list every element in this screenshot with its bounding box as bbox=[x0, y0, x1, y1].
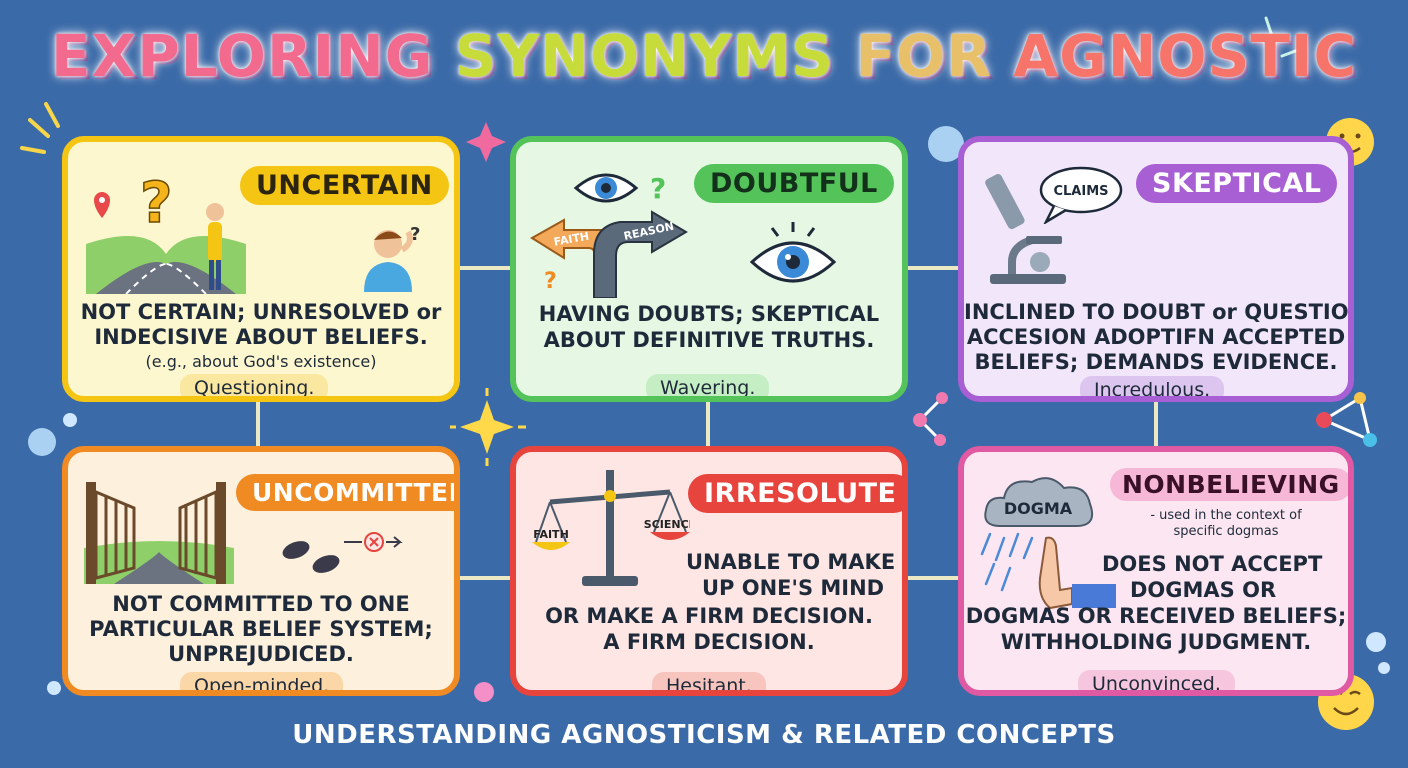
cloud-dogma: DOGMA bbox=[1004, 499, 1073, 518]
bubble-claims: CLAIMS bbox=[1053, 184, 1108, 199]
card-nonbelieving: DOGMA NONBELIEVING - used in the context… bbox=[958, 446, 1354, 696]
desc-irresolute-line2: UP ONE'S MIND bbox=[702, 576, 885, 600]
synonym-skeptical: Incredulous. bbox=[1080, 376, 1225, 396]
desc-nonbelieving-line3: DOGMAS OR RECEIVED BELIEFS; bbox=[965, 604, 1347, 628]
dogma-cloud-icon: DOGMA bbox=[984, 477, 1094, 527]
title-part-2: SYNONYMS bbox=[454, 22, 835, 90]
card-irresolute: FAITH SCIENCE IRRESOLUTE UNABLE TO MAKE … bbox=[510, 446, 908, 696]
desc-doubtful-line1: HAVING DOUBTS; SKEPTICAL bbox=[538, 302, 880, 326]
eye-icon bbox=[749, 222, 837, 283]
desc-uncertain-line2: INDECISIVE ABOUT BELIEFS. bbox=[94, 325, 428, 349]
desc-skeptical-line1: INCLINED TO DOUBT or QUESTION bbox=[964, 300, 1354, 324]
faith-label: FAITH bbox=[553, 230, 590, 249]
desc-nonbelieving-line2: DOGMAS OR bbox=[1130, 578, 1277, 602]
term-uncommitted: UNCOMMITTED bbox=[236, 474, 454, 511]
synonym-nonbelieving: Unconvinced. bbox=[1078, 670, 1235, 690]
term-uncertain: UNCERTAIN bbox=[240, 166, 449, 205]
scale-science-label: SCIENCE bbox=[644, 518, 690, 531]
synonym-doubtful: Wavering. bbox=[646, 374, 770, 396]
title-part-3: FOR bbox=[855, 22, 993, 90]
title-part-4: AGNOSTIC bbox=[1013, 22, 1358, 90]
desc-doubtful-line2: ABOUT DEFINITIVE TRUTHS. bbox=[543, 328, 875, 352]
page-title: EXPLORING SYNONYMS FOR AGNOSTIC bbox=[0, 22, 1408, 90]
card-skeptical: CLAIMS SKEPTICAL INCLINED TO DOUBT or QU… bbox=[958, 136, 1354, 402]
footsteps-icon bbox=[282, 532, 403, 573]
synonym-uncommitted: Open-minded. bbox=[180, 672, 344, 690]
svg-text:?: ? bbox=[140, 171, 172, 236]
note-nonbelieving-line1: - used in the context of bbox=[1150, 508, 1302, 523]
microscope-icon bbox=[985, 173, 1066, 284]
stop-hand-icon bbox=[980, 532, 1116, 610]
open-gates-icon bbox=[84, 482, 234, 584]
example-uncertain: (e.g., about God's existence) bbox=[145, 352, 377, 371]
desc-uncommitted-line3: UNPREJUDICED. bbox=[168, 642, 354, 666]
desc-irresolute-line4: A FIRM DECISION. bbox=[603, 630, 815, 654]
faith-reason-arrows-icon: FAITH REASON ? bbox=[530, 210, 688, 298]
title-part-1: EXPLORING bbox=[50, 22, 434, 90]
synonym-irresolute: Hesitant. bbox=[652, 672, 766, 690]
svg-text:?: ? bbox=[650, 172, 666, 205]
card-uncertain: ? UNCERTAIN ? NOT CERTAIN; UNRESOLVED or… bbox=[62, 136, 460, 402]
scale-icon: FAITH SCIENCE bbox=[532, 470, 690, 586]
desc-irresolute-line1: UNABLE TO MAKE bbox=[686, 550, 896, 574]
eye-question-icon: ? bbox=[573, 172, 666, 205]
svg-text:?: ? bbox=[410, 224, 420, 245]
desc-skeptical-line3: BELIEFS; DEMANDS EVIDENCE. bbox=[974, 350, 1338, 374]
desc-uncertain-line1: NOT CERTAIN; UNRESOLVED or bbox=[80, 300, 442, 324]
confused-person-icon: ? bbox=[364, 224, 420, 292]
synonym-uncertain: Questioning. bbox=[180, 374, 329, 396]
note-nonbelieving-line2: specific dogmas bbox=[1173, 524, 1279, 539]
svg-text:?: ? bbox=[544, 269, 557, 294]
footer-subtitle: UNDERSTANDING AGNOSTICISM & RELATED CONC… bbox=[292, 720, 1116, 750]
desc-skeptical-line2: ACCESION ADOPTIFN ACCEPTED bbox=[966, 325, 1346, 349]
desc-nonbelieving-line1: DOES NOT ACCEPT bbox=[1102, 552, 1323, 576]
term-nonbelieving: NONBELIEVING bbox=[1110, 468, 1348, 501]
term-doubtful: DOUBTFUL bbox=[694, 164, 894, 203]
desc-uncommitted-line1: NOT COMMITTED TO ONE bbox=[112, 592, 410, 616]
speech-bubble-icon: CLAIMS bbox=[1039, 166, 1123, 224]
desc-irresolute-line3: OR MAKE A FIRM DECISION. bbox=[545, 604, 873, 628]
card-doubtful: ? FAITH REASON ? DOUBTFUL HAVING DOUBTS;… bbox=[510, 136, 908, 402]
term-skeptical: SKEPTICAL bbox=[1136, 164, 1338, 203]
crossroads-question-icon: ? bbox=[86, 170, 246, 294]
card-uncommitted: UNCOMMITTED NOT COMMITTED TO ONE PARTICU… bbox=[62, 446, 460, 696]
desc-nonbelieving-line4: WITHHOLDING JUDGMENT. bbox=[1000, 630, 1312, 654]
term-irresolute: IRRESOLUTE bbox=[688, 474, 902, 513]
desc-uncommitted-line2: PARTICULAR BELIEF SYSTEM; bbox=[89, 617, 433, 641]
scale-faith-label: FAITH bbox=[533, 528, 569, 541]
